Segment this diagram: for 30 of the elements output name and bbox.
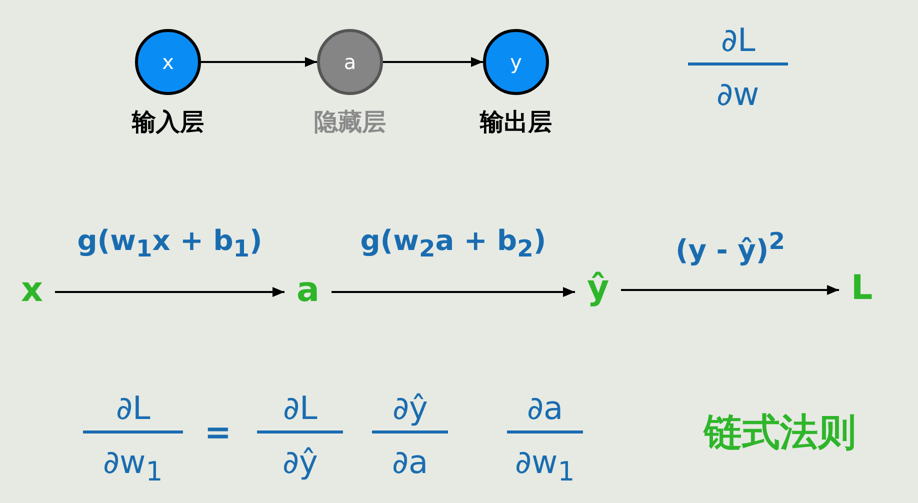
formula-text: ∂L [283, 388, 318, 428]
formula-text: ∂w$_{1}$ [515, 442, 575, 490]
variable-text: ŷ [587, 268, 610, 308]
layer-caption: 输入层 [130, 107, 205, 138]
formula-text: ∂L [721, 20, 756, 60]
neuron-circle: a [317, 29, 383, 95]
formula-text: ∂a [527, 388, 564, 428]
formula-text: ∂w$_{1}$ [103, 442, 163, 490]
rule-title: 链式法则 [704, 409, 856, 455]
formula-text: ∂w [716, 74, 760, 114]
edge-label: g(w$_{2}$a + b$_{2}$) [360, 223, 546, 265]
formula-text: ∂a [392, 442, 428, 482]
arrow [201, 57, 317, 67]
layer-caption: 隐藏层 [313, 107, 387, 138]
neuron-circle: y [483, 29, 549, 95]
neuron-circle: x [135, 29, 201, 95]
variable-text: a [296, 270, 320, 310]
layer-caption: 输出层 [478, 107, 553, 138]
arrow [332, 287, 575, 297]
edge-label: g(w$_{1}$x + b$_{1}$) [77, 223, 262, 265]
arrow [55, 287, 284, 297]
formula-text: ∂ŷ [282, 442, 318, 482]
arrow [621, 285, 839, 295]
formula-text: ∂L [116, 388, 150, 428]
arrow [383, 57, 483, 67]
edge-label: (y - ŷ)$^{2}$ [676, 226, 785, 268]
equals-sign: = [204, 412, 232, 452]
formula-text: ∂ŷ [392, 388, 428, 428]
variable-text: L [851, 268, 873, 308]
variable-text: x [21, 270, 43, 310]
